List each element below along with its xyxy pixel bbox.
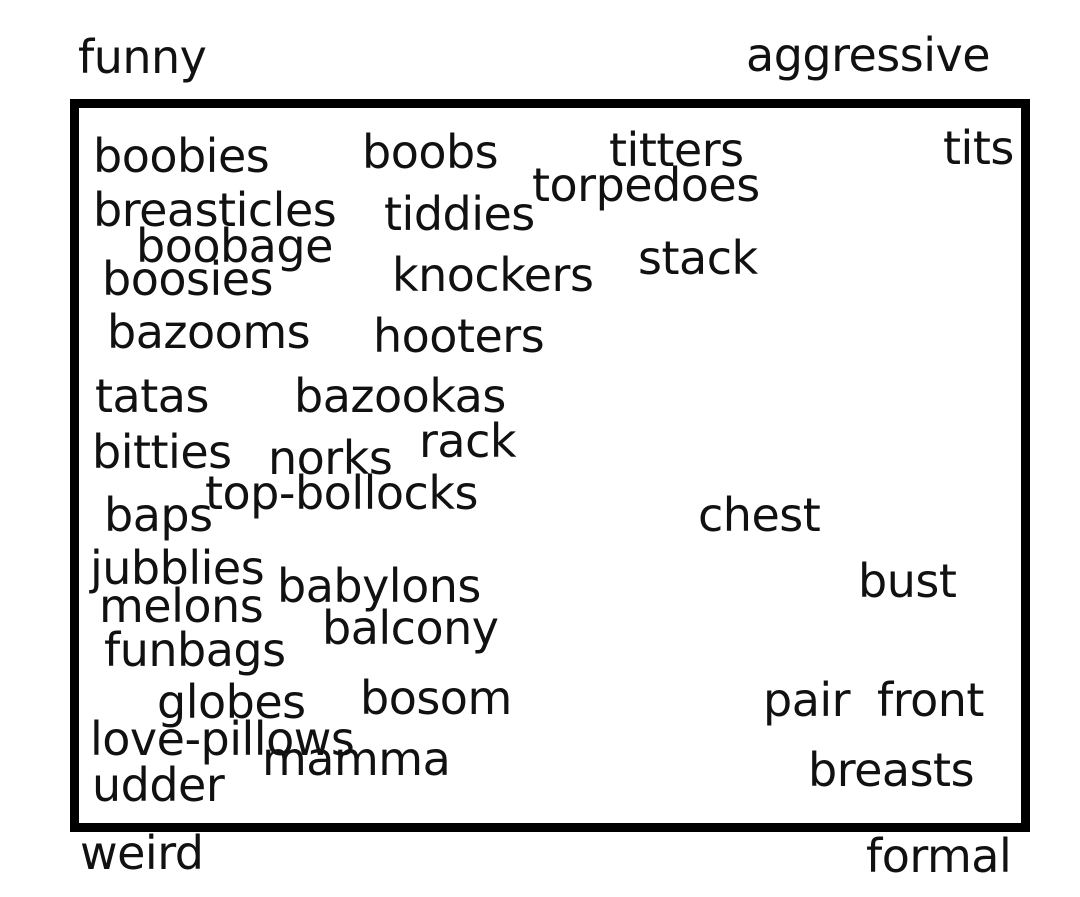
word-label: bosom xyxy=(360,671,512,725)
word-label: babylons xyxy=(277,559,481,613)
word-label: balcony xyxy=(322,601,499,655)
word-label: baps xyxy=(104,488,213,542)
word-label: mamma xyxy=(262,732,451,786)
word-label: bazookas xyxy=(294,369,506,423)
word-label: rack xyxy=(419,414,517,468)
word-label: boobage xyxy=(136,219,333,273)
word-label: funbags xyxy=(104,623,286,677)
word-label: boobies xyxy=(93,129,270,183)
word-label: pair xyxy=(763,673,851,727)
word-label: bazooms xyxy=(107,305,311,359)
word-label: globes xyxy=(157,675,306,729)
word-label: top-bollocks xyxy=(205,466,478,520)
word-label: tits xyxy=(943,121,1014,175)
word-label: breasts xyxy=(808,743,975,797)
word-label: chest xyxy=(698,488,821,542)
word-label: bitties xyxy=(92,425,232,479)
word-label: stack xyxy=(638,231,758,285)
corner-label-aggressive: aggressive xyxy=(746,28,991,82)
word-label: tatas xyxy=(95,369,209,423)
corner-label-formal: formal xyxy=(866,829,1012,883)
word-label: titters xyxy=(609,123,744,177)
word-label: jubblies xyxy=(90,541,265,595)
word-label: knockers xyxy=(392,248,594,302)
corner-label-funny: funny xyxy=(78,30,207,84)
word-label: norks xyxy=(268,431,393,485)
word-label: love-pillows xyxy=(90,712,355,766)
plot-frame xyxy=(70,99,1030,832)
word-label: boobs xyxy=(362,125,499,179)
word-label: tiddies xyxy=(384,187,535,241)
corner-label-weird: weird xyxy=(80,826,204,880)
word-label: melons xyxy=(99,579,264,633)
word-label: bust xyxy=(858,554,957,608)
word-label: udder xyxy=(92,758,225,812)
word-label: torpedoes xyxy=(532,158,760,212)
word-label: front xyxy=(877,673,984,727)
word-label: boosies xyxy=(102,252,274,306)
word-label: hooters xyxy=(373,309,545,363)
word-label: breasticles xyxy=(93,183,337,237)
